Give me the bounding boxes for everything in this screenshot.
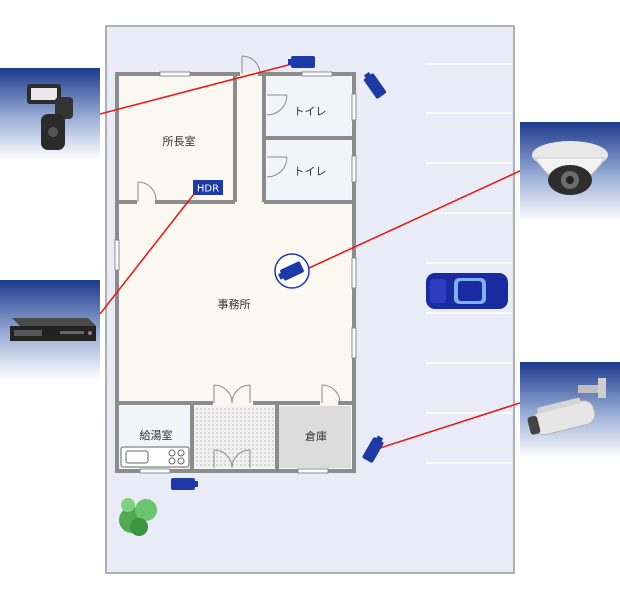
room-label-office: 事務所 bbox=[218, 297, 251, 311]
room-label-kitchen: 給湯室 bbox=[140, 428, 173, 442]
tree-icon bbox=[119, 498, 157, 536]
floodlight-camera-icon bbox=[27, 84, 73, 150]
camera-marker-office[interactable] bbox=[274, 253, 310, 289]
room-label-director: 所長室 bbox=[163, 134, 196, 148]
parking-lines bbox=[426, 63, 512, 464]
car-icon bbox=[426, 273, 508, 309]
windows bbox=[114, 71, 357, 474]
link-lines bbox=[99, 63, 524, 449]
camera-marker-bottom-left[interactable] bbox=[171, 478, 198, 490]
hdr-badge bbox=[193, 180, 223, 195]
dvr-recorder-icon bbox=[10, 318, 96, 341]
device-panel-bullet[interactable] bbox=[520, 362, 620, 458]
door-swings bbox=[137, 55, 341, 469]
device-panel-floodlight[interactable] bbox=[0, 68, 100, 160]
bullet-camera-icon bbox=[527, 378, 606, 436]
camera-marker-top[interactable] bbox=[288, 56, 315, 68]
kitchen-counter bbox=[120, 446, 190, 468]
toilet-room-1 bbox=[266, 77, 351, 135]
device-panel-recorder[interactable] bbox=[0, 280, 100, 380]
toilet-room-2 bbox=[266, 142, 351, 199]
hdr-badge-label: HDR bbox=[197, 184, 219, 195]
camera-marker-top-right[interactable] bbox=[361, 70, 387, 99]
camera-marker-bottom-right[interactable] bbox=[362, 434, 386, 463]
storage-room bbox=[279, 406, 351, 468]
room-label-toilet-1: トイレ bbox=[294, 105, 327, 118]
dome-camera-icon bbox=[532, 141, 608, 195]
device-panel-dome[interactable] bbox=[520, 122, 620, 222]
room-label-toilet-2: トイレ bbox=[294, 165, 327, 178]
room-label-storage: 倉庫 bbox=[305, 429, 327, 443]
entrance-hall bbox=[193, 406, 276, 468]
